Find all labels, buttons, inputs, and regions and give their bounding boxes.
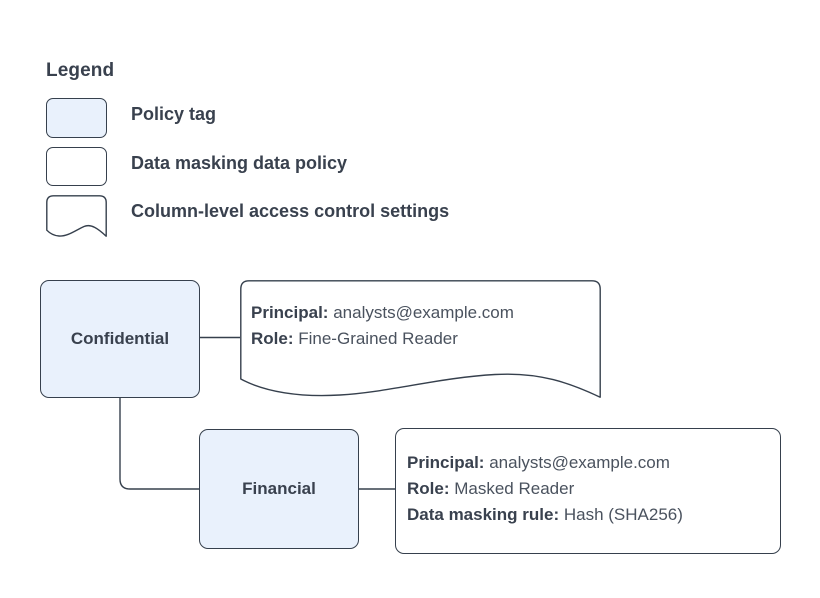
callout-line: Data masking rule: Hash (SHA256)	[407, 502, 683, 528]
callout-financial-policy-text: Principal: analysts@example.com Role: Ma…	[407, 450, 683, 528]
access-control-swatch-icon	[46, 195, 107, 237]
callout-line-value: analysts@example.com	[333, 303, 514, 322]
callout-financial-policy[interactable]: Principal: analysts@example.com Role: Ma…	[395, 428, 781, 554]
callout-line: Role: Masked Reader	[407, 476, 683, 502]
callout-line-label: Role:	[251, 329, 294, 348]
callout-line-value: Hash (SHA256)	[563, 505, 683, 524]
callout-line-label: Principal:	[251, 303, 329, 322]
node-confidential[interactable]: Confidential	[40, 280, 200, 398]
callout-line-value: Fine-Grained Reader	[298, 329, 458, 348]
callout-line-label: Role:	[407, 479, 450, 498]
callout-line-value: Masked Reader	[454, 479, 575, 498]
legend-item-label-column-access-control: Column-level access control settings	[131, 201, 450, 221]
wavy-bottom-shape	[240, 280, 601, 398]
data-policy-swatch-icon	[46, 147, 107, 186]
callout-line: Principal: analysts@example.com	[251, 300, 514, 326]
callout-line-label: Principal:	[407, 453, 485, 472]
callout-line-label: Data masking rule:	[407, 505, 560, 524]
connector-confidential-to-financial	[119, 398, 199, 490]
callout-confidential-access[interactable]: Principal: analysts@example.com Role: Fi…	[240, 280, 601, 398]
node-financial[interactable]: Financial	[199, 429, 359, 549]
callout-confidential-access-text: Principal: analysts@example.com Role: Fi…	[251, 300, 514, 352]
wavy-bottom-shape	[46, 195, 107, 237]
node-confidential-label: Confidential	[70, 329, 170, 348]
node-financial-label: Financial	[242, 479, 316, 498]
legend-item-label-policy-tag: Policy tag	[131, 104, 217, 124]
policy-tag-swatch-icon	[46, 98, 107, 138]
legend-item-label-data-masking-policy: Data masking data policy	[131, 153, 348, 173]
callout-line: Role: Fine-Grained Reader	[251, 326, 514, 352]
callout-line: Principal: analysts@example.com	[407, 450, 683, 476]
legend-title: Legend	[46, 60, 115, 81]
callout-line-value: analysts@example.com	[489, 453, 670, 472]
